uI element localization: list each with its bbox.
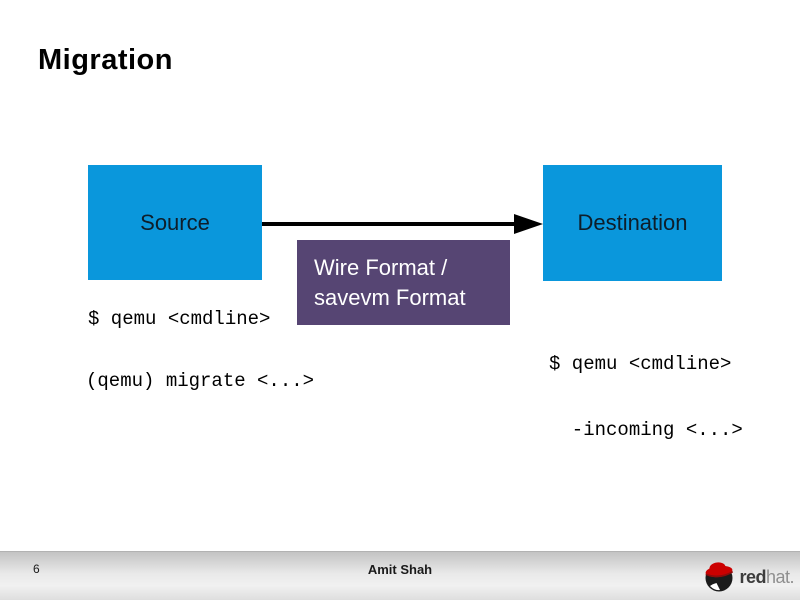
redhat-shadowman-icon [705, 562, 734, 592]
wire-format-line2: savevm Format [314, 285, 466, 310]
destination-command-text: $ qemu <cmdline> -incoming <...> [549, 309, 743, 485]
source-command-text: $ qemu <cmdline> [88, 308, 271, 330]
monitor-migrate-command-text: (qemu) migrate <...> [86, 370, 315, 392]
source-box: Source [88, 165, 262, 280]
destination-box-label: Destination [577, 210, 688, 235]
destination-command-line2: -incoming <...> [549, 419, 743, 441]
redhat-logo: redhat. [702, 558, 794, 596]
redhat-wordmark-dot: . [789, 566, 794, 587]
footer-bar: 6 Amit Shah redhat. [0, 551, 800, 600]
destination-box: Destination [543, 165, 722, 281]
redhat-wordmark: redhat. [739, 567, 794, 588]
redhat-wordmark-red: red [739, 566, 766, 587]
migration-arrow-icon [262, 214, 543, 234]
footer-author: Amit Shah [367, 562, 433, 577]
slide-title: Migration [38, 44, 173, 76]
redhat-wordmark-hat: hat [765, 566, 790, 587]
destination-command-line1: $ qemu <cmdline> [549, 353, 732, 375]
wire-format-line1: Wire Format / [314, 255, 448, 280]
source-box-label: Source [140, 209, 210, 235]
page-number: 6 [33, 562, 40, 576]
wire-format-box: Wire Format / savevm Format [297, 240, 510, 325]
